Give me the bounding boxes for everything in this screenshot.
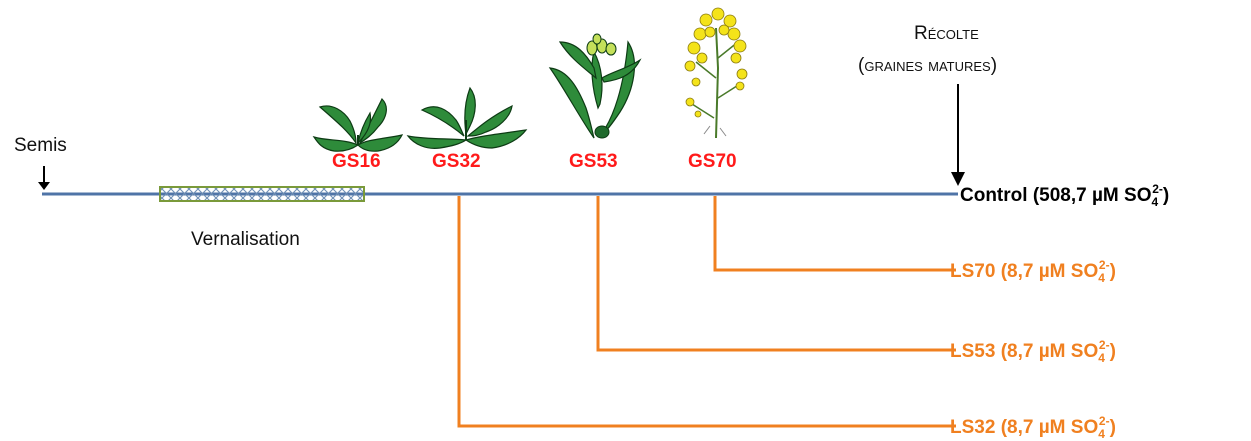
control-name: Control bbox=[960, 185, 1028, 206]
control-close: ) bbox=[1162, 185, 1170, 206]
vernalisation-box bbox=[159, 186, 365, 202]
treatment-sup: 2- bbox=[1098, 258, 1110, 272]
treatment-sup: 2- bbox=[1098, 338, 1110, 352]
sowing-label: Semis bbox=[14, 135, 67, 156]
treatment-close: ) bbox=[1109, 261, 1116, 282]
ls32-branch-line bbox=[457, 196, 956, 428]
arrow-down-icon bbox=[38, 166, 50, 190]
treatment-concentration: 8,7 µM SO bbox=[1007, 341, 1099, 362]
treatment-sup: 2- bbox=[1098, 414, 1110, 428]
harvest-label: Récolte bbox=[914, 23, 979, 44]
control-sup: 2- bbox=[1152, 182, 1163, 196]
control-label: Control (508,7 µM SO42-) bbox=[960, 182, 1170, 209]
stage-label-gs32: GS32 bbox=[432, 151, 481, 172]
treatment-close: ) bbox=[1109, 417, 1116, 438]
harvest-sublabel: (graines matures) bbox=[858, 55, 998, 76]
treatment-label-ls32: LS32 (8,7 µM SO42-) bbox=[950, 414, 1116, 441]
stage-label-gs53: GS53 bbox=[569, 151, 618, 172]
stem-elongation-plant-icon bbox=[406, 86, 528, 149]
stage-label-gs70: GS70 bbox=[688, 151, 737, 172]
treatment-sub: 4 bbox=[1098, 271, 1105, 285]
arrow-down-icon bbox=[951, 84, 965, 186]
ls70-branch-line bbox=[713, 196, 956, 272]
stage-label-gs16: GS16 bbox=[332, 151, 381, 172]
treatment-close: ) bbox=[1109, 341, 1116, 362]
treatment-label-ls53: LS53 (8,7 µM SO42-) bbox=[950, 338, 1116, 365]
control-sub: 4 bbox=[1151, 195, 1159, 209]
rosette-plant-icon bbox=[312, 97, 404, 152]
treatment-name: LS53 bbox=[950, 341, 996, 362]
control-concentration: 508,7 µM SO bbox=[1039, 185, 1152, 206]
treatment-sub: 4 bbox=[1098, 351, 1105, 365]
treatment-concentration: 8,7 µM SO bbox=[1007, 417, 1099, 438]
ls53-branch-line bbox=[596, 196, 956, 352]
vernalisation-label: Vernalisation bbox=[191, 229, 300, 250]
treatment-label-ls70: LS70 (8,7 µM SO42-) bbox=[950, 258, 1116, 285]
treatment-sub: 4 bbox=[1098, 427, 1105, 441]
treatment-name: LS32 bbox=[950, 417, 996, 438]
treatment-name: LS70 bbox=[950, 261, 996, 282]
treatment-concentration: 8,7 µM SO bbox=[1007, 261, 1099, 282]
flowering-rapeseed-icon bbox=[684, 7, 748, 139]
flower-bud-plant-icon bbox=[548, 33, 642, 139]
